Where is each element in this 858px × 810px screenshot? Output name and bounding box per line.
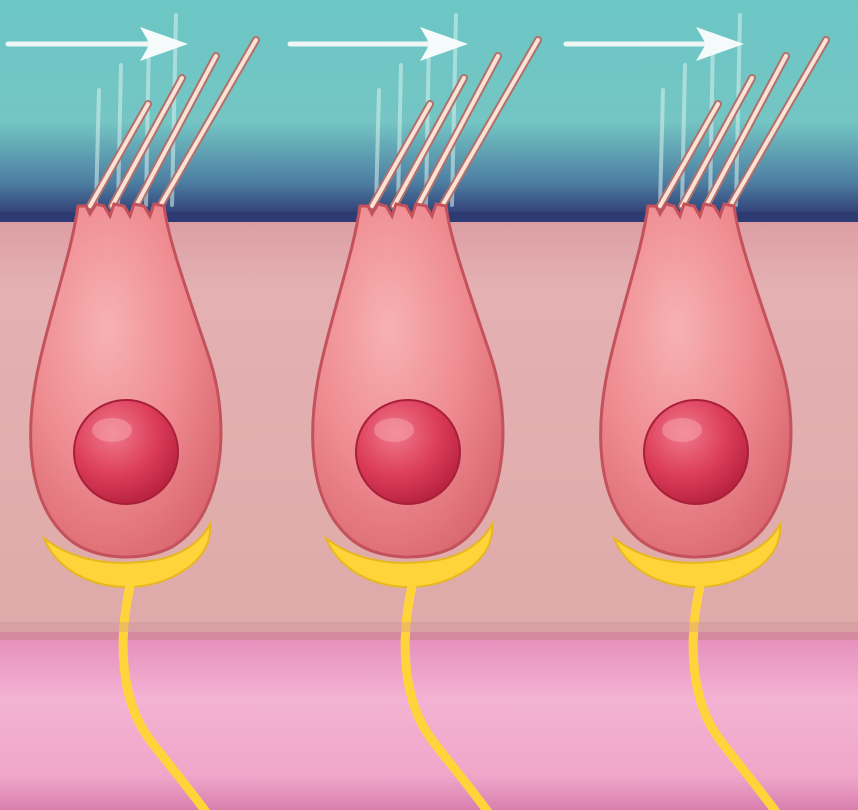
- cell-layer-divider: [0, 632, 858, 640]
- nucleus-highlight: [662, 418, 702, 442]
- nucleus-highlight: [374, 418, 414, 442]
- nucleus: [74, 400, 178, 504]
- nucleus-highlight: [92, 418, 132, 442]
- nucleus: [644, 400, 748, 504]
- cell-layer-shadow: [0, 622, 858, 632]
- base-layer: [0, 640, 858, 810]
- nucleus: [356, 400, 460, 504]
